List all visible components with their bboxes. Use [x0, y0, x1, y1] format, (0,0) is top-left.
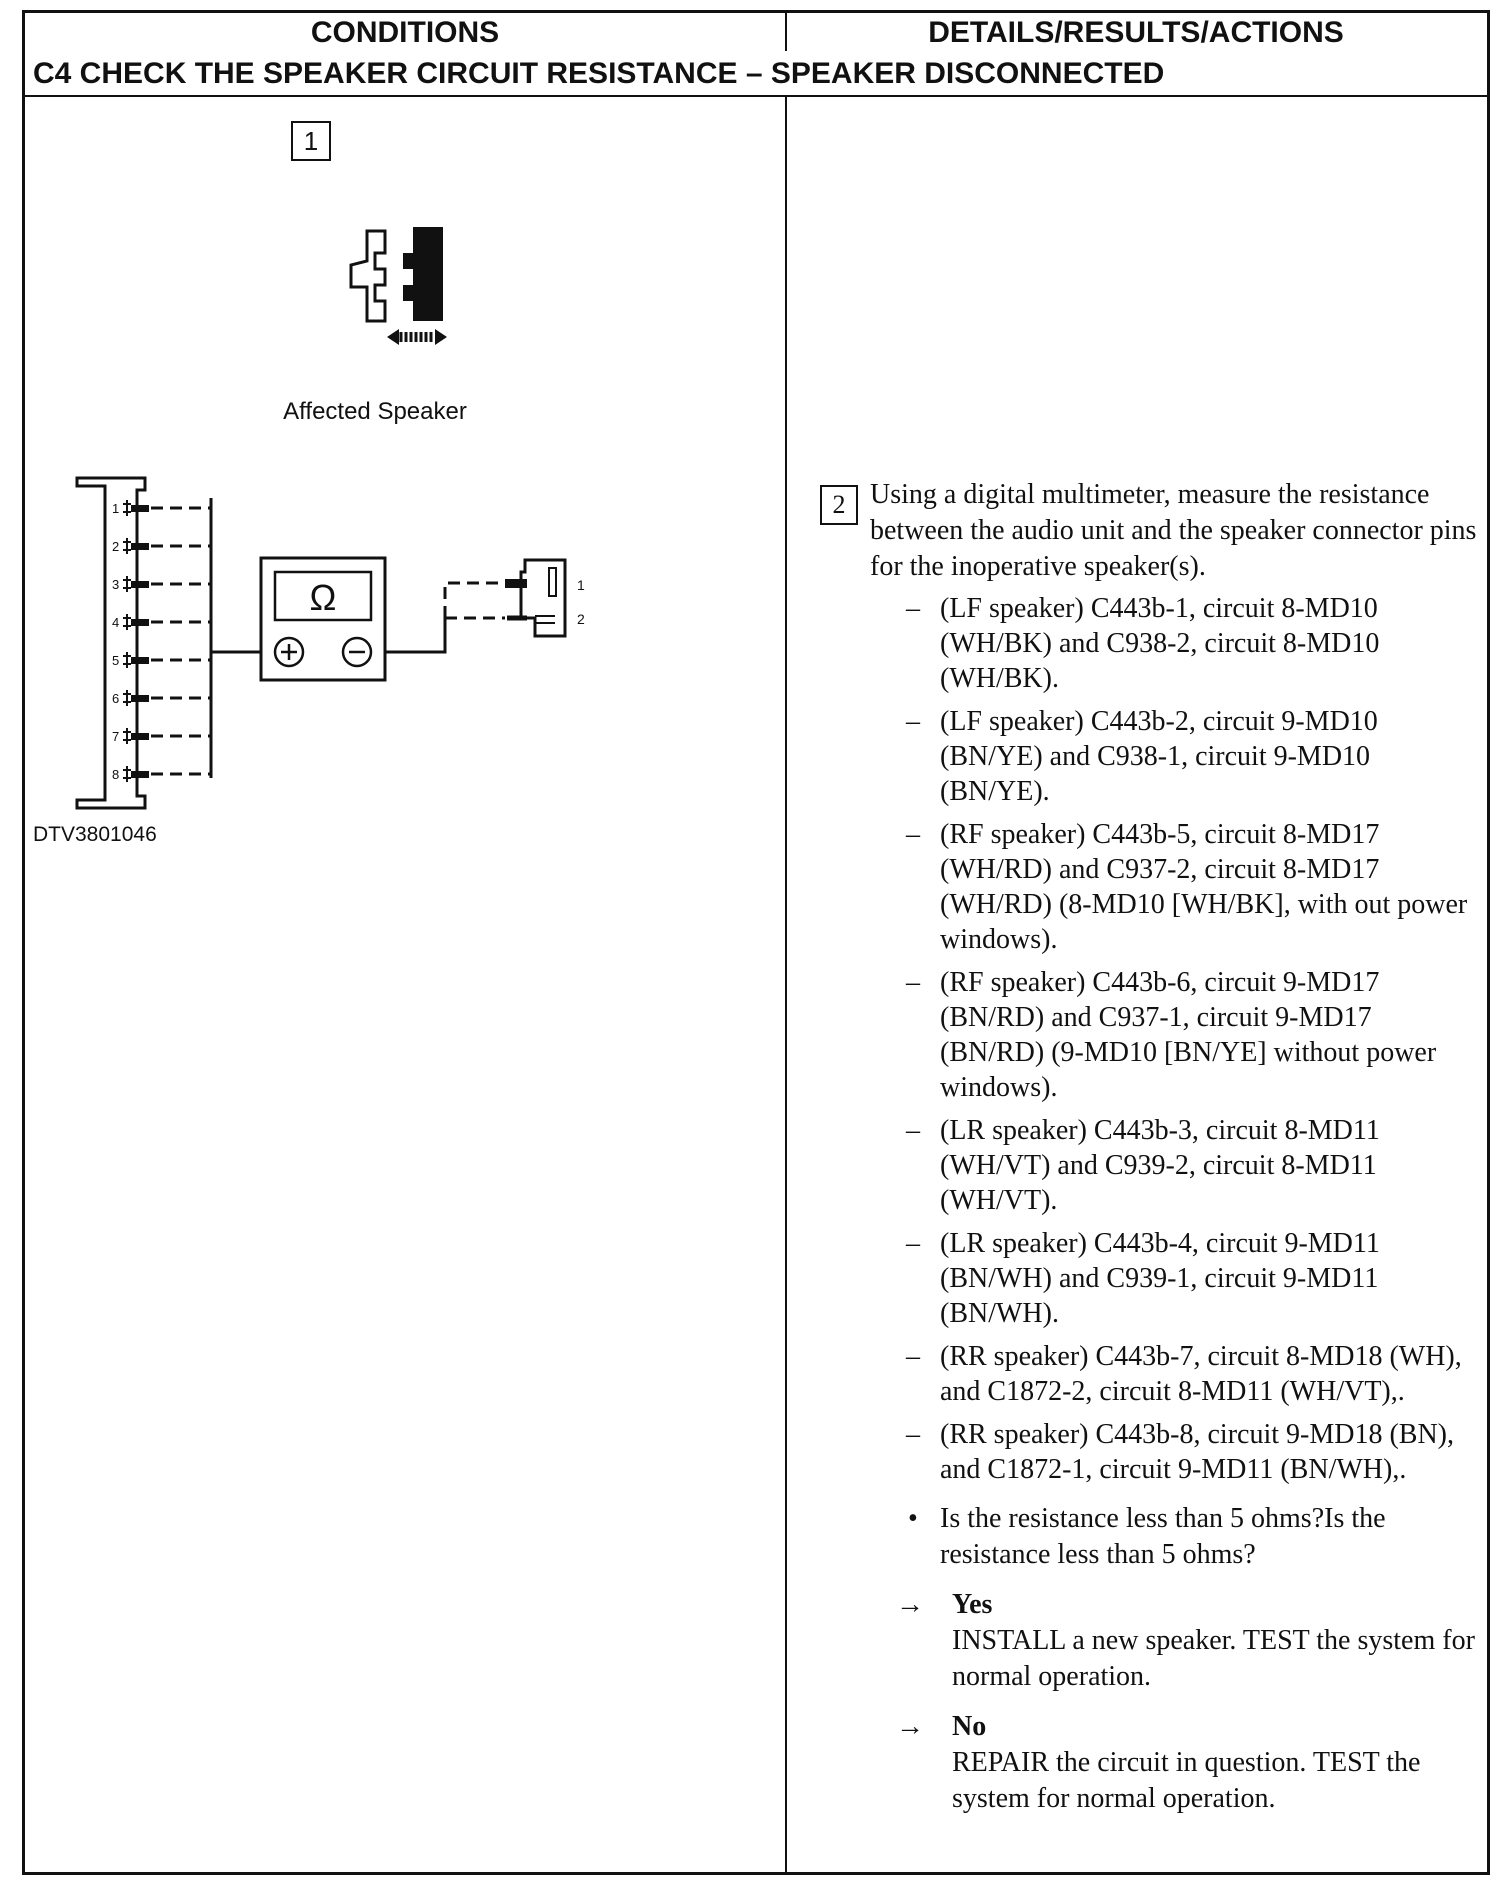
pin-label: 2: [112, 539, 119, 554]
disconnect-connector-icon: [349, 227, 447, 345]
pin-label: 5: [112, 653, 119, 668]
pin-label: 6: [112, 691, 119, 706]
multimeter-wiring-diagram: 1 2 3 4 5 6 7 8 Ω 1 2: [75, 476, 585, 810]
measurement-item-text: (LF speaker) C443b-1, circuit 8-MD10 (WH…: [940, 593, 1380, 694]
multimeter-display: [273, 570, 373, 622]
conditions-header: CONDITIONS: [310, 16, 500, 49]
pin-label: 8: [112, 767, 119, 782]
procedure-sheet: CONDITIONS DETAILS/RESULTS/ACTIONS C4 CH…: [22, 10, 1490, 1875]
section-title-row: C4 CHECK THE SPEAKER CIRCUIT RESISTANCE …: [25, 51, 1487, 97]
table-header-row: CONDITIONS DETAILS/RESULTS/ACTIONS: [25, 13, 1487, 53]
measurement-item-text: (LR speaker) C443b-4, circuit 9-MD11 (BN…: [940, 1228, 1380, 1329]
dash-marker: –: [906, 967, 920, 998]
measurement-item: –(RF speaker) C443b-6, circuit 9-MD17 (B…: [906, 965, 1482, 1105]
measurement-item-text: (RR speaker) C443b-7, circuit 8-MD18 (WH…: [940, 1341, 1462, 1407]
result-no-label: No: [952, 1711, 987, 1742]
pin-label: 4: [112, 615, 119, 630]
question: • Is the resistance less than 5 ohms?Is …: [906, 1501, 1482, 1573]
step-2-content: Using a digital multimeter, measure the …: [870, 477, 1482, 1831]
connector-pin-row: 3: [112, 576, 211, 592]
pin-label: 1: [112, 501, 119, 516]
measurement-item-text: (RR speaker) C443b-8, circuit 9-MD18 (BN…: [940, 1419, 1455, 1485]
dash-marker: –: [906, 1228, 920, 1259]
dash-marker: –: [906, 593, 920, 624]
measurement-item-text: (RF speaker) C443b-6, circuit 9-MD17 (BN…: [940, 967, 1437, 1103]
dash-marker: –: [906, 1419, 920, 1450]
measurement-item-text: (LF speaker) C443b-2, circuit 9-MD10 (BN…: [940, 706, 1378, 807]
section-title: C4 CHECK THE SPEAKER CIRCUIT RESISTANCE …: [33, 57, 1165, 90]
step-1-box: 1: [291, 121, 331, 161]
measurement-item: –(RR speaker) C443b-8, circuit 9-MD18 (B…: [906, 1417, 1482, 1487]
ohm-symbol: Ω: [310, 577, 337, 618]
step-2-box: 2: [820, 485, 858, 525]
bullet-icon: •: [908, 1503, 918, 1534]
measurement-item-text: (RF speaker) C443b-5, circuit 8-MD17 (WH…: [940, 819, 1468, 955]
connector-pin-row: 1: [112, 500, 211, 516]
connector-pin-row: 2: [112, 538, 211, 554]
measurement-list: –(LF speaker) C443b-1, circuit 8-MD10 (W…: [870, 591, 1482, 1487]
measurement-item-text: (LR speaker) C443b-3, circuit 8-MD11 (WH…: [940, 1115, 1380, 1216]
speaker-pin-1-label: 1: [577, 577, 585, 593]
result-yes-action: INSTALL a new speaker. TEST the system f…: [952, 1625, 1475, 1692]
column-divider: [785, 13, 787, 1872]
dash-marker: –: [906, 819, 920, 850]
connector-pin-row: 8: [112, 766, 211, 782]
connector-pin-row: 6: [112, 690, 211, 706]
connector-pin-row: 5: [112, 652, 211, 668]
arrow-right-icon: →: [896, 1589, 924, 1620]
arrow-right-icon: →: [896, 1711, 924, 1742]
result-no-action: REPAIR the circuit in question. TEST the…: [952, 1747, 1421, 1814]
figure-id: DTV3801046: [33, 823, 157, 846]
question-text: Is the resistance less than 5 ohms?Is th…: [940, 1503, 1386, 1570]
speaker-connector: [519, 558, 567, 638]
dash-marker: –: [906, 1115, 920, 1146]
pin-label: 7: [112, 729, 119, 744]
affected-speaker-label: Affected Speaker: [283, 398, 467, 425]
details-header: DETAILS/RESULTS/ACTIONS: [928, 16, 1344, 49]
measurement-item: –(RF speaker) C443b-5, circuit 8-MD17 (W…: [906, 817, 1482, 957]
measurement-item: –(LR speaker) C443b-3, circuit 8-MD11 (W…: [906, 1113, 1482, 1218]
pin-label: 3: [112, 577, 119, 592]
speaker-pin-2-label: 2: [577, 611, 585, 627]
connector-pin-row: 4: [112, 614, 211, 630]
connector-pin-row: 7: [112, 728, 211, 744]
step-2-instruction: Using a digital multimeter, measure the …: [870, 479, 1477, 582]
result-yes: → Yes INSTALL a new speaker. TEST the sy…: [896, 1587, 1482, 1695]
dash-marker: –: [906, 1341, 920, 1372]
result-yes-label: Yes: [952, 1589, 993, 1620]
measurement-item: –(LF speaker) C443b-1, circuit 8-MD10 (W…: [906, 591, 1482, 696]
dash-marker: –: [906, 706, 920, 737]
measurement-item: –(RR speaker) C443b-7, circuit 8-MD18 (W…: [906, 1339, 1482, 1409]
measurement-item: –(LR speaker) C443b-4, circuit 9-MD11 (B…: [906, 1226, 1482, 1331]
measurement-item: –(LF speaker) C443b-2, circuit 9-MD10 (B…: [906, 704, 1482, 809]
result-no: → No REPAIR the circuit in question. TES…: [896, 1709, 1482, 1817]
